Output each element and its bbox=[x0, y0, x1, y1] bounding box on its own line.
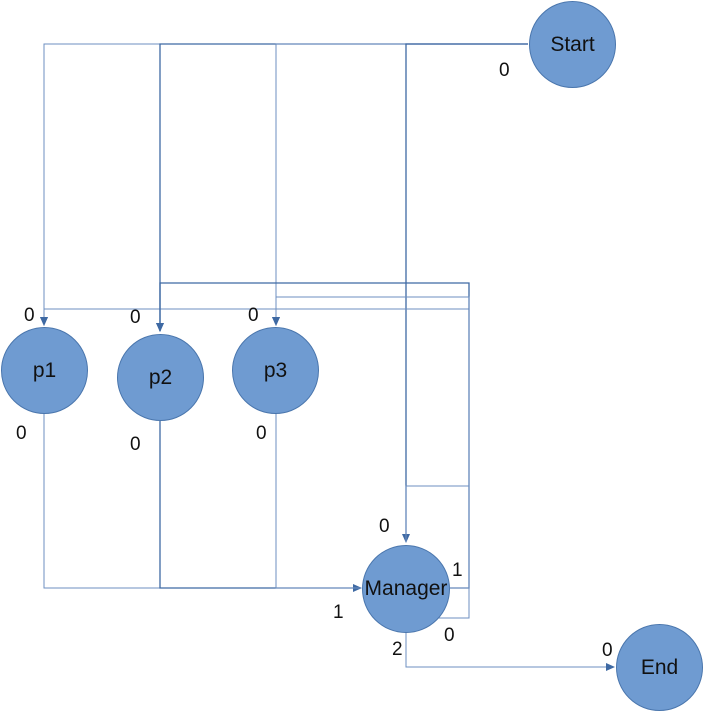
node-p1-label: p1 bbox=[32, 358, 57, 382]
node-end[interactable]: End bbox=[616, 624, 703, 711]
node-manager[interactable]: Manager bbox=[362, 545, 450, 633]
port-p2-out: 0 bbox=[130, 434, 141, 455]
port-p3-out: 0 bbox=[256, 423, 267, 444]
port-manager-out-right: 1 bbox=[452, 560, 463, 581]
port-p1-out: 0 bbox=[16, 423, 27, 444]
node-p3[interactable]: p3 bbox=[232, 327, 319, 414]
node-start[interactable]: Start bbox=[529, 1, 616, 88]
node-p3-label: p3 bbox=[263, 358, 288, 382]
edge-p3-manager bbox=[275, 413, 361, 589]
edge-start-p2 bbox=[156, 43, 528, 332]
edge-manager-end bbox=[405, 632, 615, 671]
node-p1[interactable]: p1 bbox=[1, 327, 88, 414]
edge-manager-self bbox=[405, 485, 470, 619]
port-manager-in-top: 0 bbox=[379, 516, 390, 537]
edge-manager-p3 bbox=[272, 296, 470, 589]
edge-manager-p2 bbox=[156, 282, 470, 589]
port-p3-in: 0 bbox=[248, 305, 259, 326]
port-end-in: 0 bbox=[602, 640, 613, 661]
port-manager-in-left: 1 bbox=[333, 602, 344, 623]
port-p1-in: 0 bbox=[24, 305, 35, 326]
port-start-out: 0 bbox=[499, 60, 510, 81]
port-p2-in: 0 bbox=[130, 307, 141, 328]
node-end-label: End bbox=[640, 655, 679, 679]
edge-p1-manager bbox=[43, 413, 362, 592]
edge-p2-manager bbox=[159, 421, 361, 589]
node-manager-label: Manager bbox=[364, 577, 448, 600]
node-start-label: Start bbox=[550, 32, 595, 56]
edge-start-manager bbox=[402, 43, 528, 543]
port-manager-out-loop: 0 bbox=[444, 625, 455, 646]
node-p2[interactable]: p2 bbox=[117, 334, 204, 421]
node-p2-label: p2 bbox=[148, 365, 173, 389]
port-manager-out-bottom: 2 bbox=[392, 639, 403, 660]
